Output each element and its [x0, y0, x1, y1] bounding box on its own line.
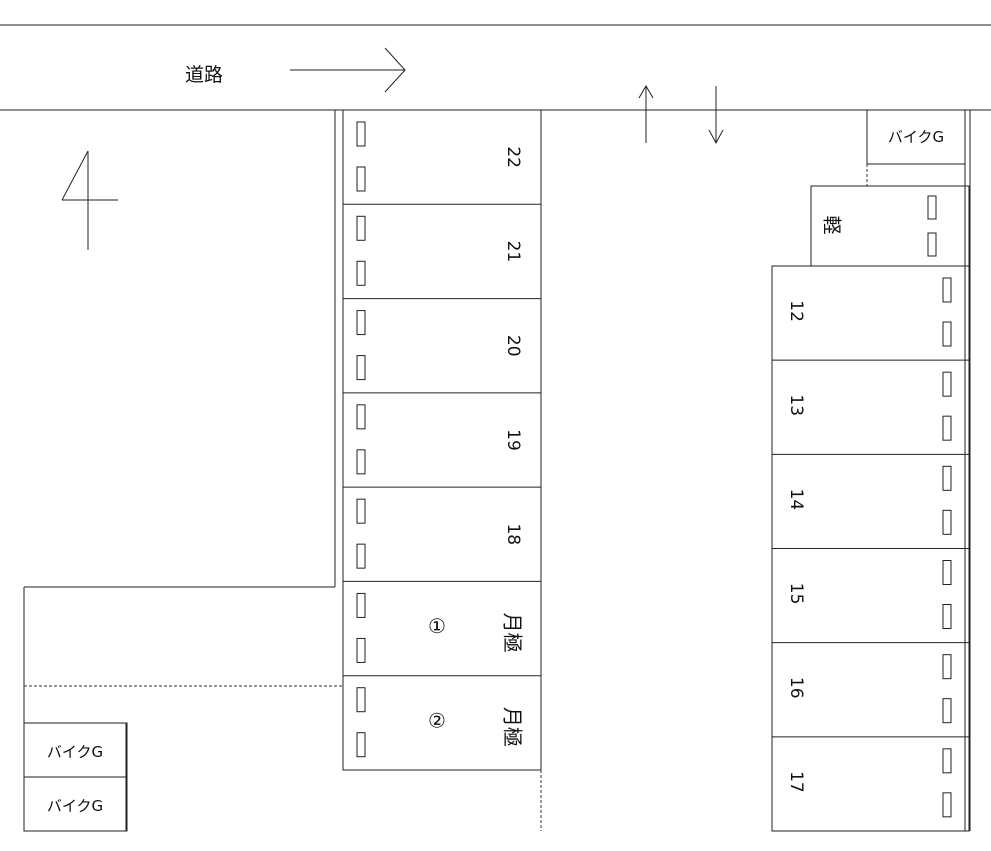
road-direction-arrow: [290, 47, 406, 93]
wheel-stopper: [356, 592, 366, 618]
space-note: 月極: [501, 707, 525, 747]
space-number: 20: [503, 335, 523, 357]
wheel-stopper: [356, 166, 366, 192]
wheel-stopper: [356, 637, 366, 663]
space-number: 22: [503, 146, 523, 168]
entrance-up-arrow: [638, 85, 654, 143]
wheel-stopper: [356, 121, 366, 147]
parking-space-right: 13: [772, 359, 969, 441]
space-number: ②: [428, 708, 446, 732]
kei-car-space: 軽: [810, 185, 970, 266]
parking-space-middle: 21: [343, 203, 541, 286]
wheel-stopper: [942, 277, 952, 303]
middle-column-outline: [342, 109, 542, 771]
space-number: 12: [786, 300, 806, 322]
wheel-stopper: [356, 355, 366, 381]
parking-space-right: 15: [772, 548, 969, 629]
wheel-stopper: [356, 498, 366, 524]
parking-space-right: 14: [772, 453, 969, 535]
bike-garage-top-right: バイクG: [866, 110, 965, 165]
bike-garage-bottom-left-upper: バイクG: [23, 722, 128, 778]
space-number: 13: [786, 394, 806, 416]
space-number: 21: [503, 241, 523, 263]
parking-space-middle: ② 月極: [343, 675, 541, 758]
wheel-stopper: [942, 604, 952, 629]
bike-garage-label: バイクG: [47, 743, 103, 761]
wheel-stopper: [356, 543, 366, 569]
wheel-stopper: [356, 260, 366, 286]
wheel-stopper: [356, 404, 366, 430]
kei-space-label: 軽: [821, 215, 843, 234]
space-number: 18: [503, 523, 523, 545]
parking-space-right: 12: [786, 277, 952, 347]
bike-garage-bottom-left-lower: バイクG: [23, 776, 128, 832]
parking-space-right: 16: [772, 642, 969, 724]
wheel-stopper: [942, 792, 952, 818]
wheel-stopper: [942, 321, 952, 347]
wheel-stopper: [942, 748, 952, 774]
wheel-stopper: [942, 415, 952, 441]
wheel-stopper: [356, 310, 366, 336]
space-number: 19: [503, 429, 523, 451]
parking-space-middle: 20: [343, 298, 541, 381]
space-number: 17: [786, 771, 806, 793]
wheel-stopper: [942, 465, 952, 491]
bike-garage-label: バイクG: [888, 128, 944, 146]
parking-space-right: 17: [772, 736, 969, 818]
wheel-stopper: [356, 449, 366, 475]
wheel-stopper: [942, 371, 952, 397]
road-label: 道路: [185, 64, 223, 86]
space-number: ①: [428, 614, 446, 638]
space-number: 15: [786, 583, 806, 605]
wheel-stopper: [942, 698, 952, 724]
middle-parking-column: 22 21 20 19 18 ① 月極 ② 月極: [342, 109, 542, 831]
space-number: 16: [786, 677, 806, 699]
wheel-stopper: [942, 654, 952, 680]
right-parking-column: 12 13 14 15 16 17: [771, 110, 971, 832]
parking-space-middle: 18: [343, 486, 541, 569]
bike-garage-label: バイクG: [47, 797, 103, 815]
wheel-stopper: [356, 215, 366, 241]
wheel-stopper: [356, 732, 366, 758]
north-arrow-icon: [61, 150, 118, 250]
wheel-stopper: [356, 687, 366, 713]
exit-down-arrow: [708, 86, 724, 145]
parking-space-middle: ① 月極: [343, 580, 541, 663]
parking-space-middle: 22: [356, 121, 523, 192]
wheel-stopper: [942, 560, 952, 585]
space-number: 14: [786, 489, 806, 511]
parking-space-middle: 19: [343, 392, 541, 475]
space-note: 月極: [501, 613, 525, 653]
wheel-stopper: [942, 509, 952, 535]
